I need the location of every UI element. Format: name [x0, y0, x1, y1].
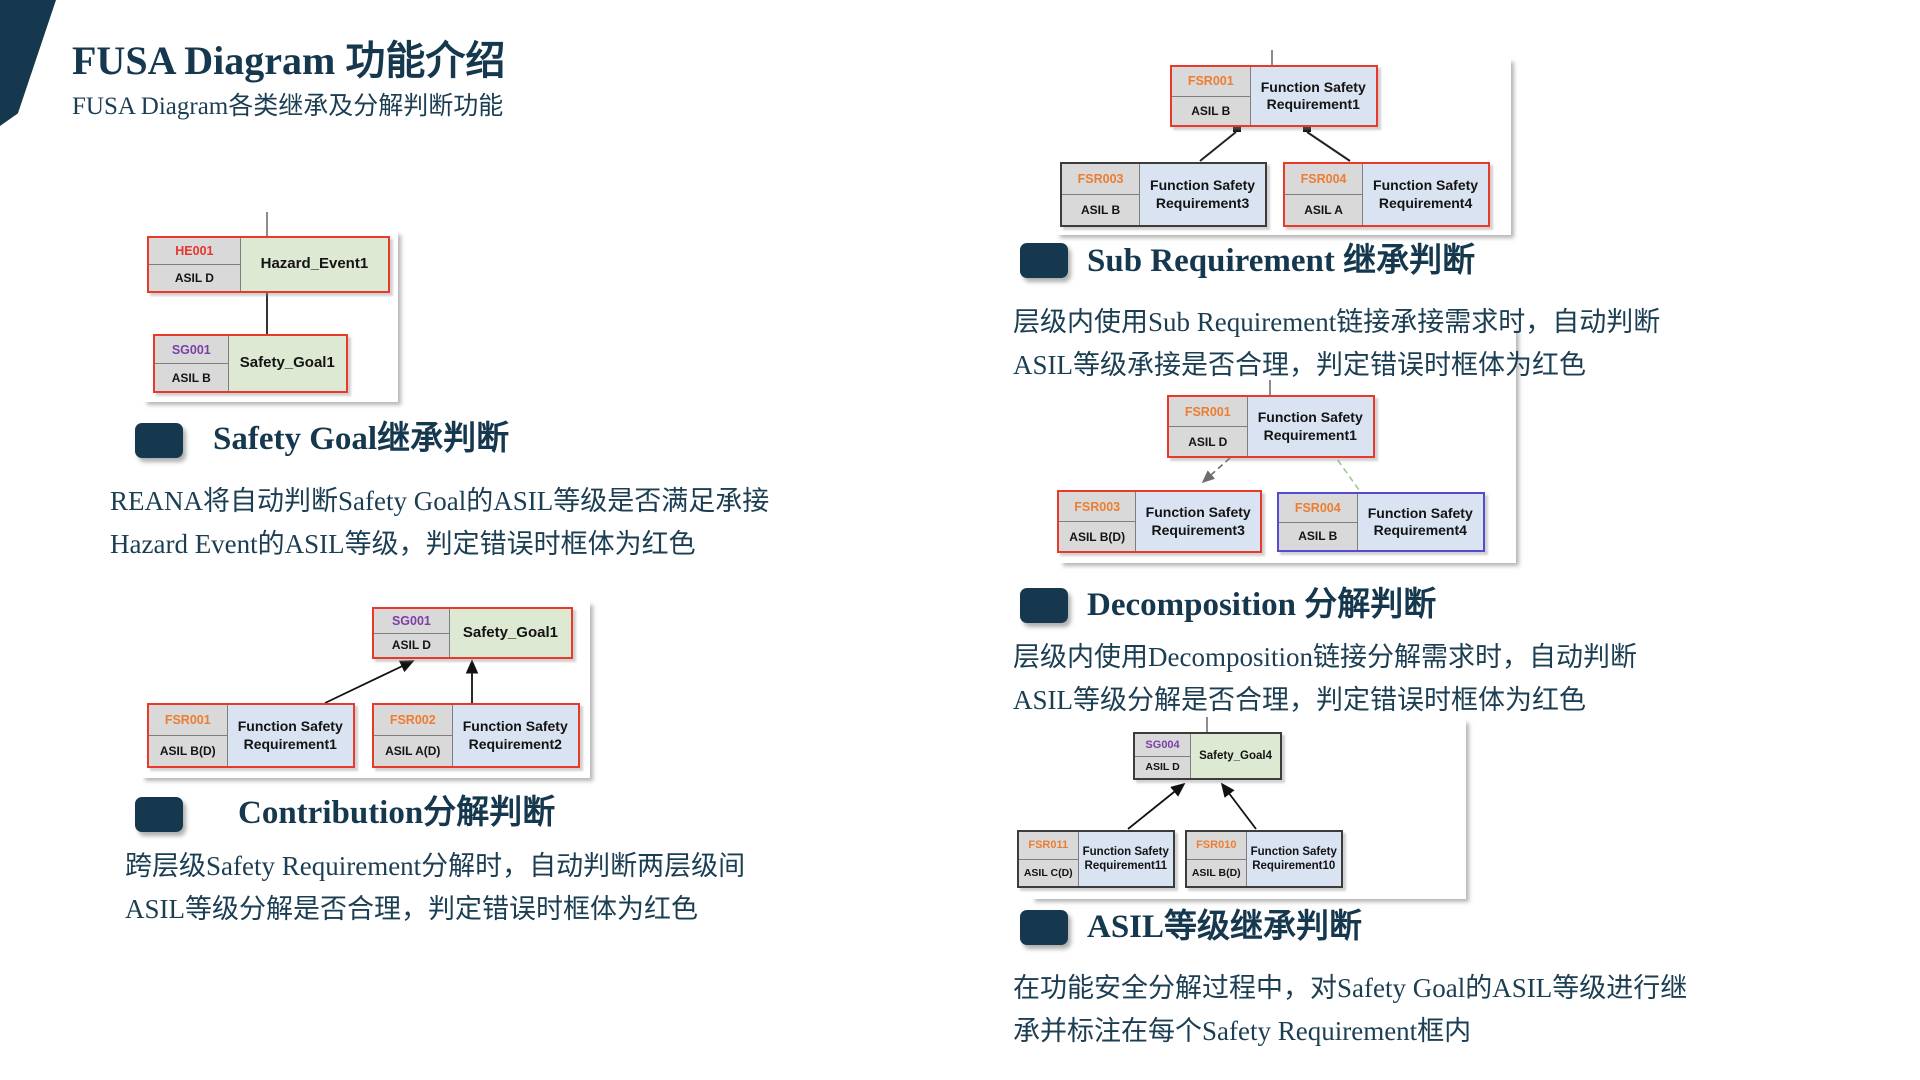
node-id: SG004: [1135, 734, 1191, 757]
section-heading: Safety Goal继承判断: [213, 421, 510, 457]
section-heading: Contribution分解判断: [238, 795, 556, 831]
node-id: FSR003: [1059, 492, 1136, 522]
node-asil: ASIL B: [1062, 195, 1140, 225]
paragraph-line: 在功能安全分解过程中，对Safety Goal的ASIL等级进行继: [1013, 973, 1688, 1003]
node-name: Safety_Goal1: [228, 336, 346, 391]
node-fsr2-contribution: FSR002 ASIL A(D) Function Safety Require…: [372, 703, 580, 768]
paragraph-line: 承并标注在每个Safety Requirement框内: [1013, 1016, 1472, 1046]
node-asil: ASIL D: [374, 633, 449, 657]
node-asil: ASIL A: [1285, 195, 1363, 225]
section-paragraph: REANA将自动判断Safety Goal的ASIL等级是否满足承接 Hazar…: [110, 480, 769, 566]
node-safety-goal1-contribution: SG001 ASIL D Safety_Goal1: [372, 607, 573, 659]
node-fsr11: FSR011 ASIL C(D) Function Safety Require…: [1017, 830, 1175, 888]
node-asil: ASIL B(D): [1187, 859, 1246, 886]
section-paragraph: 层级内使用Decomposition链接分解需求时，自动判断 ASIL等级分解是…: [1013, 636, 1637, 722]
node-hazard-event1: HE001 ASIL D Hazard_Event1: [147, 236, 390, 293]
node-fsr1-subreq: FSR001 ASIL B Function Safety Requiremen…: [1170, 65, 1378, 127]
node-name: Function Safety Requirement11: [1078, 832, 1173, 886]
node-asil: ASIL D: [1169, 427, 1247, 456]
node-fsr3-decomposition: FSR003 ASIL B(D) Function Safety Require…: [1057, 490, 1262, 553]
node-id: FSR001: [1169, 397, 1247, 427]
node-fsr1-decomposition: FSR001 ASIL D Function Safety Requiremen…: [1167, 395, 1375, 458]
node-id: FSR001: [1172, 67, 1250, 97]
node-name: Function Safety Requirement2: [452, 705, 578, 766]
node-id: HE001: [149, 238, 240, 265]
node-name: Function Safety Requirement1: [1247, 397, 1373, 456]
paragraph-line: 层级内使用Sub Requirement链接承接需求时，自动判断: [1013, 307, 1661, 337]
node-fsr4-decomposition: FSR004 ASIL B Function Safety Requiremen…: [1277, 492, 1485, 552]
node-name: Hazard_Event1: [240, 238, 388, 291]
node-name: Safety_Goal1: [449, 609, 571, 657]
section-heading: Sub Requirement 继承判断: [1087, 243, 1476, 279]
paragraph-line: ASIL等级分解是否合理，判定错误时框体为红色: [125, 894, 698, 924]
node-id: FSR011: [1019, 832, 1078, 860]
paragraph-line: 层级内使用Decomposition链接分解需求时，自动判断: [1013, 642, 1637, 672]
section-paragraph: 层级内使用Sub Requirement链接承接需求时，自动判断 ASIL等级承…: [1013, 301, 1660, 387]
node-asil: ASIL B: [1172, 96, 1250, 125]
section-bullet-icon: [1020, 588, 1068, 623]
paragraph-line: Hazard Event的ASIL等级，判定错误时框体为红色: [110, 529, 696, 559]
node-id: SG001: [155, 336, 228, 364]
paragraph-line: 跨层级Safety Requirement分解时，自动判断两层级间: [125, 851, 746, 881]
node-asil: ASIL B: [1279, 522, 1357, 550]
corner-triangle-decoration: [0, 0, 56, 126]
paragraph-line: ASIL等级分解是否合理，判定错误时框体为红色: [1013, 685, 1586, 715]
node-name: Function Safety Requirement3: [1140, 164, 1265, 225]
node-asil: ASIL D: [149, 265, 240, 291]
node-name: Function Safety Requirement4: [1357, 494, 1483, 550]
node-id: FSR003: [1062, 164, 1140, 195]
section-paragraph: 跨层级Safety Requirement分解时，自动判断两层级间 ASIL等级…: [125, 845, 745, 931]
paragraph-line: REANA将自动判断Safety Goal的ASIL等级是否满足承接: [110, 486, 770, 516]
section-bullet-icon: [1020, 910, 1068, 945]
node-id: FSR001: [149, 705, 227, 736]
node-fsr10: FSR010 ASIL B(D) Function Safety Require…: [1185, 830, 1343, 888]
page-title: FUSA Diagram 功能介绍: [72, 38, 506, 83]
node-asil: ASIL B(D): [1059, 522, 1136, 551]
section-bullet-icon: [135, 797, 183, 832]
node-asil: ASIL B: [155, 364, 228, 391]
node-id: FSR004: [1285, 164, 1363, 195]
section-bullet-icon: [1020, 243, 1068, 278]
node-asil: ASIL D: [1135, 756, 1191, 778]
node-name: Function Safety Requirement3: [1136, 492, 1260, 551]
paragraph-line: ASIL等级承接是否合理，判定错误时框体为红色: [1013, 350, 1586, 380]
section-paragraph: 在功能安全分解过程中，对Safety Goal的ASIL等级进行继 承并标注在每…: [1013, 967, 1687, 1053]
page-subtitle: FUSA Diagram各类继承及分解判断功能: [72, 93, 504, 120]
node-safety-goal1: SG001 ASIL B Safety_Goal1: [153, 334, 348, 393]
node-name: Function Safety Requirement4: [1363, 164, 1488, 225]
section-heading: Decomposition 分解判断: [1087, 587, 1437, 623]
node-id: FSR010: [1187, 832, 1246, 860]
node-id: FSR004: [1279, 494, 1357, 523]
section-bullet-icon: [135, 423, 183, 458]
node-id: FSR002: [374, 705, 452, 736]
node-fsr3-subreq: FSR003 ASIL B Function Safety Requiremen…: [1060, 162, 1267, 227]
node-name: Function Safety Requirement1: [227, 705, 353, 766]
node-id: SG001: [374, 609, 449, 634]
node-name: Safety_Goal4: [1191, 734, 1280, 778]
node-safety-goal4: SG004 ASIL D Safety_Goal4: [1133, 732, 1282, 780]
section-heading: ASIL等级继承判断: [1087, 909, 1363, 945]
node-asil: ASIL B(D): [149, 736, 227, 766]
node-name: Function Safety Requirement1: [1250, 67, 1376, 125]
node-asil: ASIL C(D): [1019, 859, 1078, 886]
node-fsr1-contribution: FSR001 ASIL B(D) Function Safety Require…: [147, 703, 355, 768]
node-asil: ASIL A(D): [374, 736, 452, 766]
node-fsr4-subreq: FSR004 ASIL A Function Safety Requiremen…: [1283, 162, 1490, 227]
node-name: Function Safety Requirement10: [1246, 832, 1341, 886]
